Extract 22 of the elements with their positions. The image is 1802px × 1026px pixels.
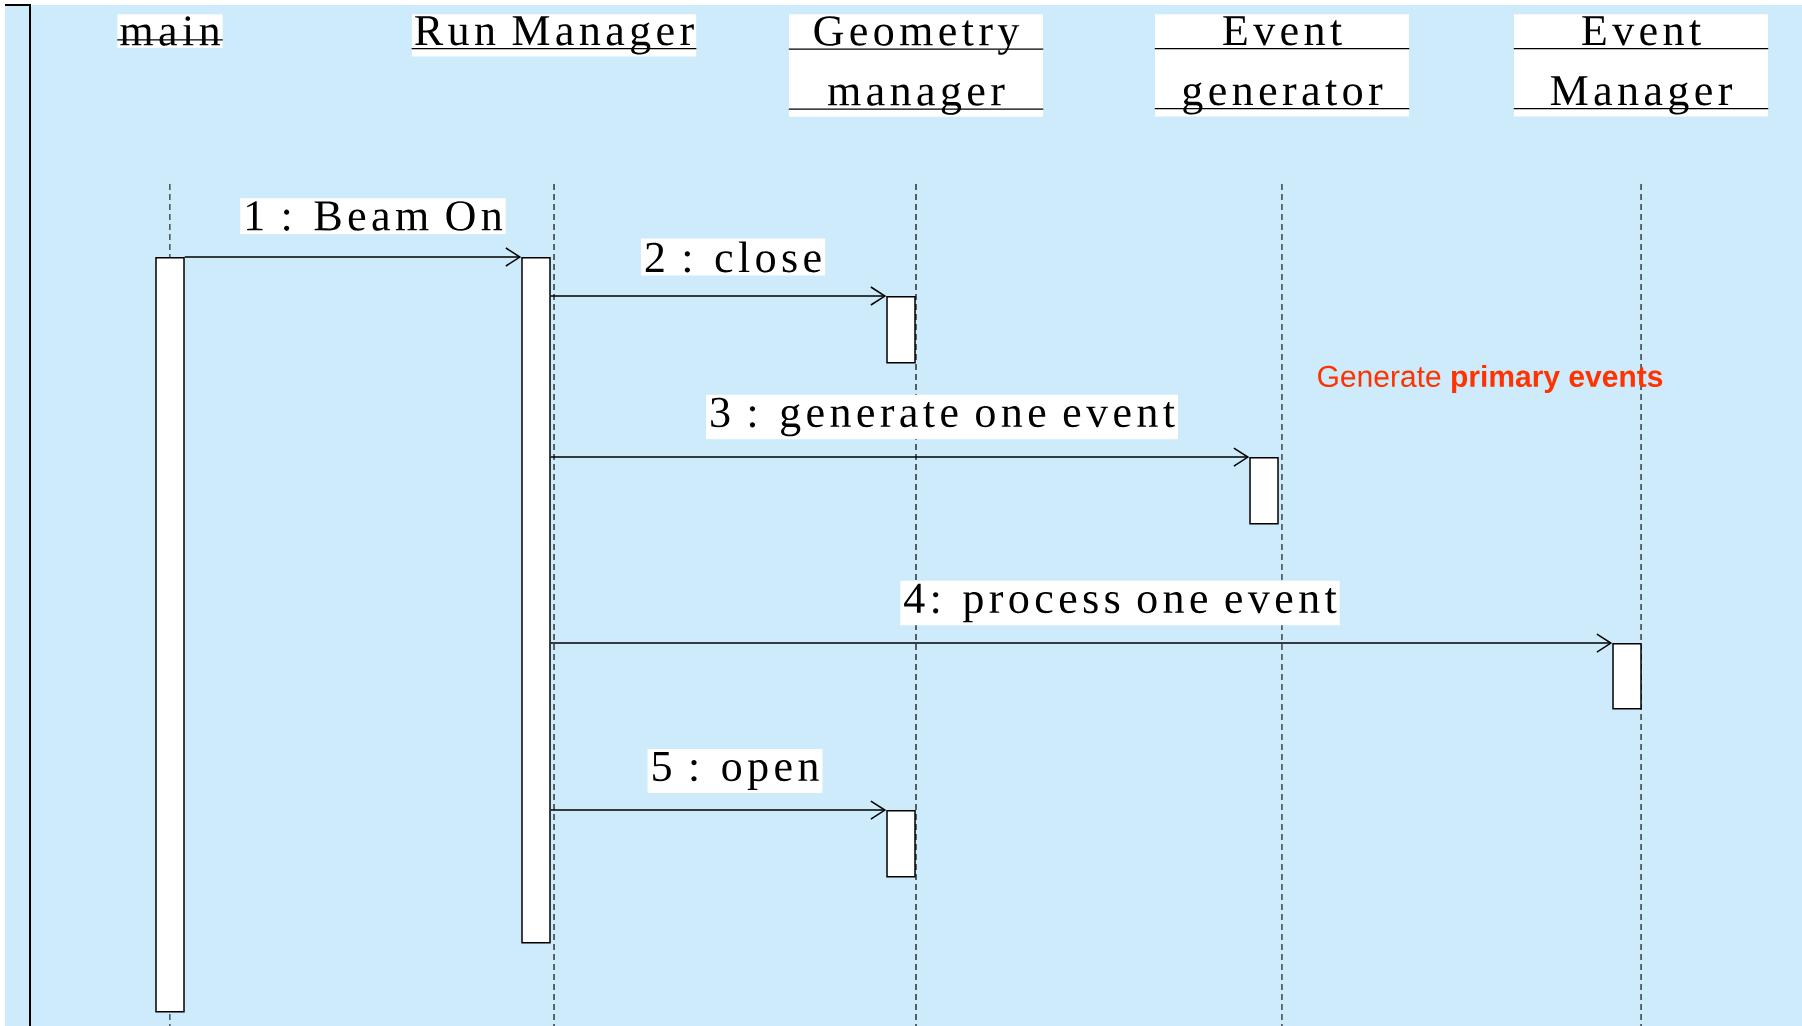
message-arrow: [550, 800, 887, 820]
message-arrow: [184, 247, 522, 267]
edge-label: 5 : open: [647, 748, 823, 794]
activation-bar: [1249, 457, 1279, 525]
activation-bar: [521, 257, 551, 944]
lifeline-header: Geometry manager: [788, 14, 1044, 117]
lifeline-header: Run Manager: [411, 14, 697, 57]
activation-bar: [886, 296, 916, 364]
lifeline-header: Event generator: [1154, 14, 1410, 117]
note-text: Generate primary events: [1318, 365, 1663, 393]
edge-label: 2 : close: [640, 238, 826, 276]
message-arrow: [550, 633, 1613, 653]
edge-label: 4: process one event: [900, 580, 1340, 626]
activation-bar: [1612, 643, 1642, 710]
edge-label: 1 : Beam On: [240, 198, 506, 234]
lifeline-header: Event Manager: [1513, 14, 1769, 117]
activation-bar: [155, 257, 185, 1013]
lifeline-header: main: [116, 14, 224, 48]
edge-label: 3 : generate one event: [706, 394, 1178, 440]
message-arrow: [550, 286, 887, 306]
message-arrow: [550, 447, 1250, 467]
activation-bar: [886, 810, 916, 878]
